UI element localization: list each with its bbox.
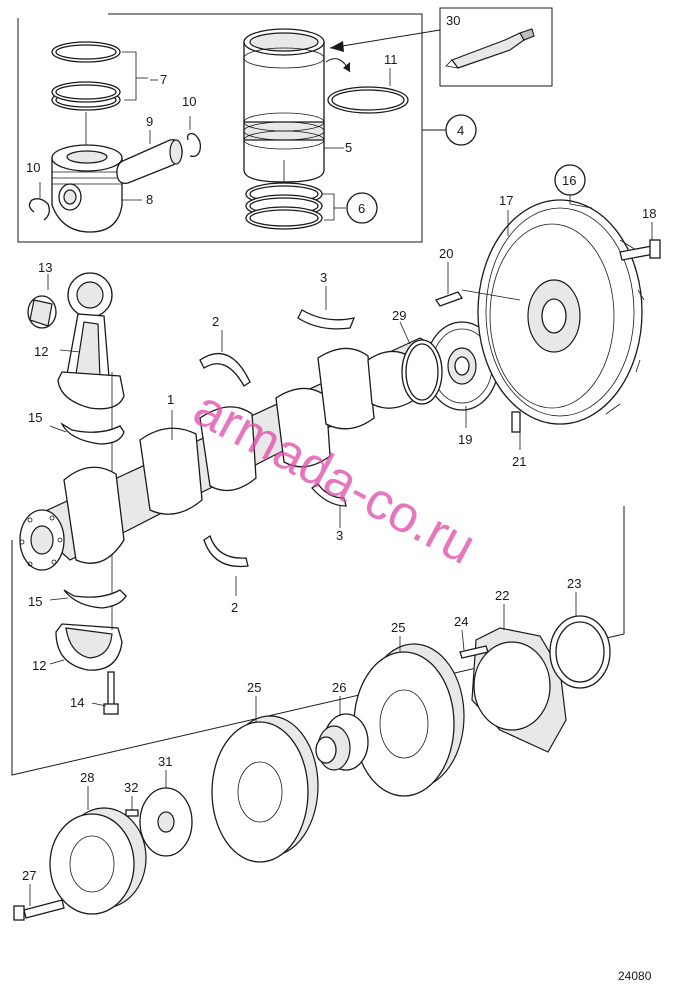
callout-16: 16 bbox=[562, 173, 576, 188]
vibration-damper-rear bbox=[353, 643, 465, 797]
liner-seal-rings bbox=[245, 160, 346, 230]
callout-24: 24 bbox=[454, 614, 468, 629]
callout-6-circle bbox=[346, 192, 378, 224]
piston bbox=[51, 112, 123, 233]
dowel-pin bbox=[435, 291, 463, 307]
callout-25-front: 25 bbox=[247, 680, 261, 695]
callout-5: 5 bbox=[345, 140, 352, 155]
callout-2-lower: 2 bbox=[231, 600, 238, 615]
callout-30: 30 bbox=[446, 13, 460, 28]
callout-3-lower: 3 bbox=[336, 528, 343, 543]
callout-23: 23 bbox=[567, 576, 581, 591]
drawing-reference-number: 24080 bbox=[618, 969, 652, 983]
damper-plate bbox=[139, 787, 193, 857]
callout-12-upper: 12 bbox=[34, 344, 48, 359]
callout-4: 4 bbox=[457, 123, 464, 138]
callout-6: 6 bbox=[358, 201, 365, 216]
piston-rings bbox=[51, 41, 148, 111]
callout-27: 27 bbox=[22, 868, 36, 883]
callout-12-lower: 12 bbox=[32, 658, 46, 673]
callout-28: 28 bbox=[80, 770, 94, 785]
damper-hub bbox=[315, 713, 369, 771]
callout-10-left: 10 bbox=[26, 160, 40, 175]
callout-14: 14 bbox=[70, 695, 84, 710]
front-seal bbox=[549, 615, 611, 689]
callout-leader-lines bbox=[29, 79, 653, 906]
vibration-damper-front bbox=[211, 715, 319, 863]
thrust-washers bbox=[199, 352, 251, 568]
plate-screw bbox=[125, 809, 139, 817]
callout-13: 13 bbox=[38, 260, 52, 275]
callout-22: 22 bbox=[495, 588, 509, 603]
callout-7: 7 bbox=[160, 72, 167, 87]
circlips bbox=[28, 116, 202, 221]
callout-1: 1 bbox=[167, 392, 174, 407]
rod-bearing-shells bbox=[60, 422, 127, 609]
callout-11: 11 bbox=[384, 52, 398, 67]
seal-housing bbox=[471, 627, 567, 753]
front-end-group-frame bbox=[11, 506, 625, 776]
callout-19: 19 bbox=[458, 432, 472, 447]
callout-10-right: 10 bbox=[182, 94, 196, 109]
callout-26: 26 bbox=[332, 680, 346, 695]
flywheel-bolt bbox=[619, 239, 661, 261]
gear-seal-ring bbox=[401, 339, 443, 405]
callout-31: 31 bbox=[158, 754, 172, 769]
callout-16-circle bbox=[554, 164, 586, 196]
piston-pin bbox=[116, 139, 183, 184]
callout-labels: 1 2 2 3 3 4 5 6 7 8 9 10 10 11 12 12 13 … bbox=[22, 13, 656, 883]
callout-21: 21 bbox=[512, 454, 526, 469]
pulley-bolt bbox=[13, 899, 65, 921]
belt-pulley bbox=[15, 807, 147, 915]
flywheel bbox=[477, 199, 645, 425]
cylinder-liner bbox=[243, 28, 338, 183]
callout-3-upper: 3 bbox=[320, 270, 327, 285]
sealant-tube-box bbox=[329, 7, 553, 87]
callout-2-upper: 2 bbox=[212, 314, 219, 329]
callout-32: 32 bbox=[124, 780, 138, 795]
liner-seal-ring bbox=[325, 58, 409, 114]
flywheel-screw bbox=[461, 289, 521, 433]
housing-screw bbox=[459, 645, 489, 659]
main-bearing-shells bbox=[297, 309, 356, 507]
callout-4-circle bbox=[445, 114, 477, 146]
connecting-rod bbox=[27, 272, 125, 410]
callout-8: 8 bbox=[146, 192, 153, 207]
callout-17: 17 bbox=[499, 193, 513, 208]
callout-15-lower: 15 bbox=[28, 594, 42, 609]
piston-liner-group-frame bbox=[17, 13, 446, 243]
callout-29: 29 bbox=[392, 308, 406, 323]
callout-18: 18 bbox=[642, 206, 656, 221]
callout-9: 9 bbox=[146, 114, 153, 129]
callout-25-rear: 25 bbox=[391, 620, 405, 635]
callout-15-upper: 15 bbox=[28, 410, 42, 425]
connecting-rod-cap bbox=[55, 623, 123, 671]
callout-20: 20 bbox=[439, 246, 453, 261]
